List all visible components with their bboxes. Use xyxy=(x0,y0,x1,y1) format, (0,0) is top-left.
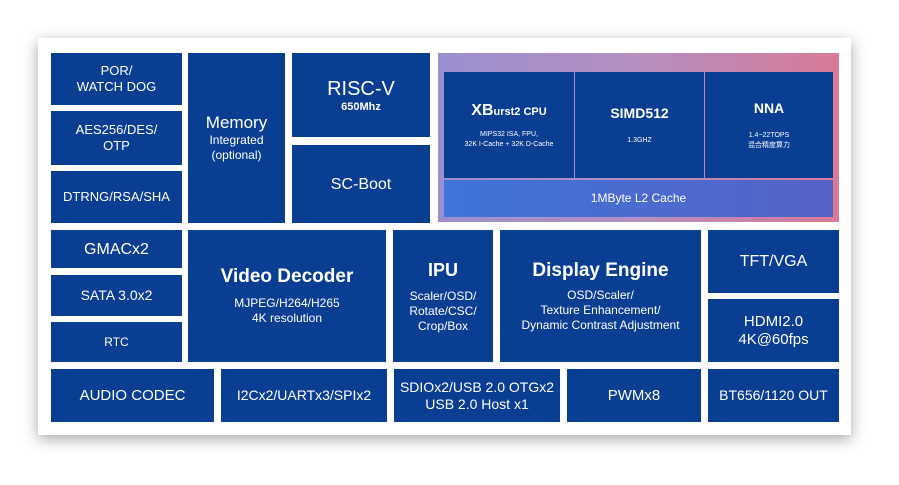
display-title: Display Engine xyxy=(532,259,669,281)
simd-title: SIMD512 xyxy=(610,104,669,121)
xburst-title-small: urst2 CPU xyxy=(493,105,547,118)
gmac-label: GMACx2 xyxy=(84,240,149,258)
scboot-label: SC-Boot xyxy=(330,175,392,193)
hdmi-line-2: 4K@60fps xyxy=(738,330,809,348)
rtc-block: RTC xyxy=(51,322,182,362)
bt656-block: BT656/1120 OUT xyxy=(708,369,839,422)
por-watchdog-block: POR/ WATCH DOG xyxy=(51,53,182,105)
por-line-1: POR/ xyxy=(100,63,133,78)
pwm-block: PWMx8 xyxy=(567,369,701,422)
xburst-title-big: XB xyxy=(471,101,494,119)
nna-block: NNA 1.4~22TOPS 混合精度算力 xyxy=(705,72,833,178)
dtrng-label: DTRNG/RSA/SHA xyxy=(63,189,170,204)
nna-sub-2: 混合精度算力 xyxy=(748,141,790,149)
dtrng-block: DTRNG/RSA/SHA xyxy=(51,171,182,223)
memory-sub-2: (optional) xyxy=(211,148,262,162)
simd-freq: 1.3GHZ xyxy=(627,136,652,144)
display-engine-block: Display Engine OSD/Scaler/ Texture Enhan… xyxy=(500,230,701,362)
ipu-sub-1: Scaler/OSD/ xyxy=(409,288,477,303)
sata-label: SATA 3.0x2 xyxy=(80,287,153,303)
ipu-sub-2: Rotate/CSC/ xyxy=(409,303,477,318)
riscv-title: RISC-V xyxy=(327,77,395,100)
sdio-line-1: SDIOx2/USB 2.0 OTGx2 xyxy=(399,378,555,395)
gmac-block: GMACx2 xyxy=(51,230,182,268)
memory-sub-1: Integrated xyxy=(209,133,264,147)
memory-block: Memory Integrated (optional) xyxy=(188,53,285,223)
aes-otp-block: AES256/DES/ OTP xyxy=(51,111,182,165)
audio-codec-block: AUDIO CODEC xyxy=(51,369,214,422)
i2c-uart-spi-block: I2Cx2/UARTx3/SPIx2 xyxy=(221,369,387,422)
video-sub-1: MJPEG/H264/H265 xyxy=(234,296,340,310)
display-sub-3: Dynamic Contrast Adjustment xyxy=(521,317,680,332)
sata-block: SATA 3.0x2 xyxy=(51,275,182,316)
pwm-label: PWMx8 xyxy=(607,386,661,404)
tft-label: TFT/VGA xyxy=(739,253,808,270)
riscv-block: RISC-V 650Mhz xyxy=(292,53,430,137)
bt656-label: BT656/1120 OUT xyxy=(719,387,828,403)
l2-cache-bar: 1MByte L2 Cache xyxy=(444,180,833,217)
nna-title: NNA xyxy=(753,99,785,116)
audio-label: AUDIO CODEC xyxy=(79,386,186,404)
xburst-sub-1: MIPS32 ISA, FPU, xyxy=(480,130,538,138)
hdmi-block: HDMI2.0 4K@60fps xyxy=(708,299,839,362)
video-decoder-block: Video Decoder MJPEG/H264/H265 4K resolut… xyxy=(188,230,386,362)
scboot-block: SC-Boot xyxy=(292,145,430,223)
xburst-cpu-block: XBurst2 CPU MIPS32 ISA, FPU, 32K I-Cache… xyxy=(444,72,574,178)
l2-cache-label: 1MByte L2 Cache xyxy=(590,191,687,205)
aes-line-1: AES256/DES/ xyxy=(75,122,158,137)
xburst-title-wrap: XBurst2 CPU xyxy=(471,101,546,120)
video-title: Video Decoder xyxy=(220,266,354,287)
sdio-line-2: USB 2.0 Host x1 xyxy=(425,395,529,412)
xburst-sub-2: 32K I-Cache + 32K D-Cache xyxy=(464,140,554,148)
riscv-freq: 650Mhz xyxy=(341,100,381,113)
por-line-2: WATCH DOG xyxy=(76,79,157,94)
i2c-label: I2Cx2/UARTx3/SPIx2 xyxy=(236,387,372,403)
aes-line-2: OTP xyxy=(103,138,130,153)
ipu-sub-3: Crop/Box xyxy=(417,318,469,333)
nna-sub-1: 1.4~22TOPS xyxy=(748,131,790,139)
video-sub-2: 4K resolution xyxy=(251,311,323,325)
display-sub-2: Texture Enhancement/ xyxy=(540,302,661,317)
rtc-label: RTC xyxy=(104,334,129,349)
ipu-block: IPU Scaler/OSD/ Rotate/CSC/ Crop/Box xyxy=(393,230,493,362)
hdmi-line-1: HDMI2.0 xyxy=(743,312,804,330)
memory-title: Memory xyxy=(205,113,268,132)
tft-vga-block: TFT/VGA xyxy=(708,230,839,293)
display-sub-1: OSD/Scaler/ xyxy=(567,287,634,302)
sdio-usb-block: SDIOx2/USB 2.0 OTGx2 USB 2.0 Host x1 xyxy=(394,369,560,422)
ipu-title: IPU xyxy=(427,259,458,280)
simd512-block: SIMD512 1.3GHZ xyxy=(575,72,704,178)
